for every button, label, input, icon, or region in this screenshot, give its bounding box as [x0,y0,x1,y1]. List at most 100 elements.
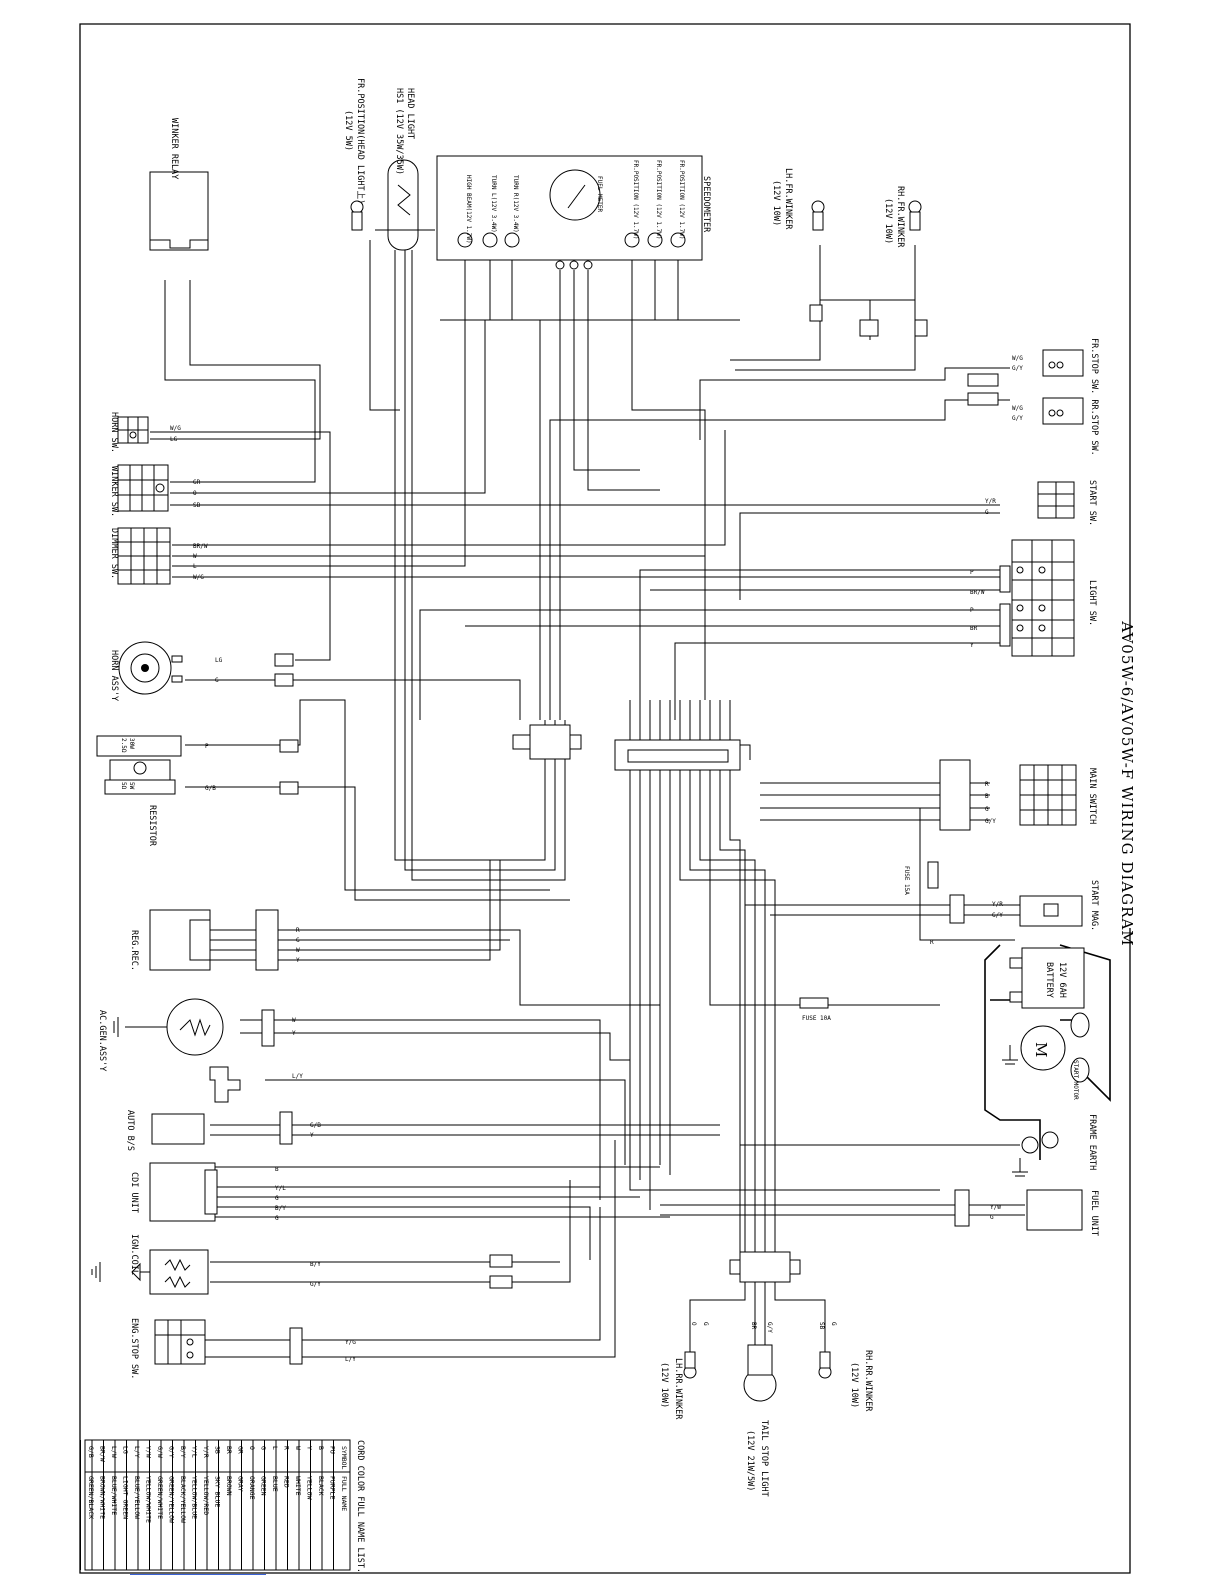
table-cell-fullname: BLACK/YELLOW [179,1476,187,1523]
battery-label: BATTERY [1044,962,1054,998]
table-cell-fullname: GREEN/WHITE [156,1476,164,1519]
auto-bs-tag: G/B [310,1122,321,1129]
center-connectors [512,724,751,771]
table-cell-symbol: L [271,1446,279,1450]
table-cell-symbol: BR [225,1446,233,1454]
resistor-value: 2.5Ω [120,738,127,753]
fuel-unit-label: FUEL UNIT [1089,1190,1099,1236]
frame-earth: FRAME EARTH [1012,1114,1097,1177]
rear-tag: G/Y [766,1322,773,1333]
table-cell-fullname: GREEN [260,1476,268,1496]
main-switch: MAIN SWITCH R B G G/Y [939,759,1097,831]
start-motor-label: START MOTOR [1072,1060,1079,1100]
table-cell-fullname: YELLOW/RED [202,1476,210,1515]
table-cell-symbol: Y/W [145,1446,153,1458]
main-sw-tag: B [985,793,989,800]
stop-sw-tag: W/G [1012,405,1023,412]
table-cell-symbol: G/B [87,1446,95,1458]
table-cell-symbol: L/W [110,1446,118,1458]
tail-stop-light-spec: (12V 21W/5W) [745,1430,755,1491]
table-cell-symbol: Y/R [202,1446,210,1458]
battery: 12V 6AH BATTERY [1009,947,1085,1009]
fuel-unit-tag: G [990,1214,994,1221]
speedo-lamp-2: FR.POSITION (12V 1.7W) [655,160,662,239]
table-cell-symbol: G/Y [168,1446,176,1458]
table-cell-symbol: PU [329,1446,337,1454]
fuel-meter-label: FUEL METER [596,176,603,213]
dimmer-sw-tag: W/G [193,574,204,581]
speedometer: SPEEDOMETER FUEL METER FR.POSITION (12V … [436,155,711,270]
dimmer-sw-tag: BR/W [193,543,208,550]
horn-sw-tag: W/G [170,425,181,432]
winker-relay-label: WINKER RELAY [169,118,179,179]
motor-symbol: M [1032,1042,1050,1058]
front-winkers: LH.FR.WINKER (12V 10W) RH.FR.WINKER (12V… [771,168,928,337]
reg-rec-tag: Y [296,957,300,964]
diagram-title: AV05W-6/AV05W-F WIRING DIAGRAM [1118,620,1136,946]
fuse-15a: FUSE 15A [903,861,939,895]
rh-fr-winker-label: RH.FR.WINKER [895,186,905,248]
resistor-value: 5W [128,782,135,790]
table-cell-fullname: RED [283,1476,291,1488]
table-cell-symbol: R [283,1446,291,1450]
lh-rr-winker-spec: (12V 10W) [659,1362,669,1408]
lh-fr-winker-label: LH.FR.WINKER [783,168,793,230]
rh-fr-winker-spec: (12V 10W) [883,198,893,244]
table-cell-symbol: Y/L [191,1446,199,1458]
light-switch-label: LIGHT SW. [1087,580,1097,626]
table-cell-fullname: BLUE/YELLOW [133,1476,141,1519]
light-sw-tag: BR/W [970,589,985,596]
fuse-15a-label: FUSE 15A [903,866,910,895]
winker-sw-tag: GR [193,479,201,486]
table-cell-fullname: SKY BLUE [214,1476,222,1507]
reg-rec-tag: R [296,927,300,934]
start-switch-label: START SW. [1087,480,1097,526]
fuel-unit: FUEL UNIT Y/W G [954,1189,1099,1236]
speedo-lamp-4: TURN R(12V 3.4W) [512,175,519,233]
table-cell-fullname: BLACK [317,1476,325,1496]
table-cell-fullname: YELLOW [306,1476,314,1500]
reg-rec-tag: W [296,947,300,954]
stop-sw-tag: G/Y [1012,365,1023,372]
rh-rr-winker-spec: (12V 10W) [849,1362,859,1408]
table-cell-symbol: LG [122,1446,130,1454]
winker-relay: WINKER RELAY [149,118,209,251]
position-lamp-label: FR.POSITION(HEAD LIGHT上) [355,78,365,204]
speedometer-label: SPEEDOMETER [701,176,711,233]
table-cell-fullname: BLUE [271,1476,279,1492]
eng-stop-switch-label: ENG.STOP SW. [129,1318,139,1379]
start-mag-label: START MAG. [1089,880,1099,931]
start-mag-tag: R [930,939,934,946]
diagram-frame [79,23,1131,1574]
dimmer-sw-tag: W [193,553,197,560]
ign-coil-label: IGN.COIL [129,1234,139,1275]
ac-generator-label: AC.GEN.ASS'Y [97,1010,107,1071]
table-cell-fullname: GRAY [237,1476,245,1492]
rear-tag: SB [818,1322,825,1330]
ac-generator: AC.GEN.ASS'Y W Y [97,998,296,1071]
stop-sw-tag: G/Y [1012,415,1023,422]
dimmer-switch-label: DIMMER SW. [109,528,119,579]
cdi-unit-label: CDI UNIT [129,1172,139,1213]
tail-stop-light-label: TAIL STOP LIGHT [759,1420,769,1497]
head-light-spec: HS1 (12V 35W/35W) [394,88,404,175]
start-sw-tag: G [985,509,989,516]
table-cell-fullname: BLUE/WHITE [110,1476,118,1515]
ign-coil: IGN.COIL B/Y G/Y [91,1234,513,1295]
table-cell-symbol: L/Y [133,1446,141,1458]
reg-rec-label: REG.REC. [129,930,139,971]
resistor-label: RESISTOR [147,805,157,847]
table-cell-fullname: GREEN/YELLOW [168,1476,176,1523]
table-cell-fullname: WHITE [294,1476,302,1496]
battery-label: 12V 6AH [1057,962,1067,998]
table-cell-symbol: GR [237,1446,245,1454]
light-sw-tag: P [970,569,974,576]
speedo-lamp-3: FR.POSITION (12V 1.7W) [632,160,639,239]
horn-switch: HORN SW. W/G LG [109,412,181,453]
horn-tag: G [215,677,219,684]
main-sw-tag: G/Y [985,818,996,825]
cdi-tag: B [275,1166,279,1173]
rear-lamps: LH.RR.WINKER (12V 10W) TAIL STOP LIGHT (… [659,1251,873,1497]
winker-sw-tag: SB [193,502,201,509]
light-sw-tag: BR [970,625,978,632]
